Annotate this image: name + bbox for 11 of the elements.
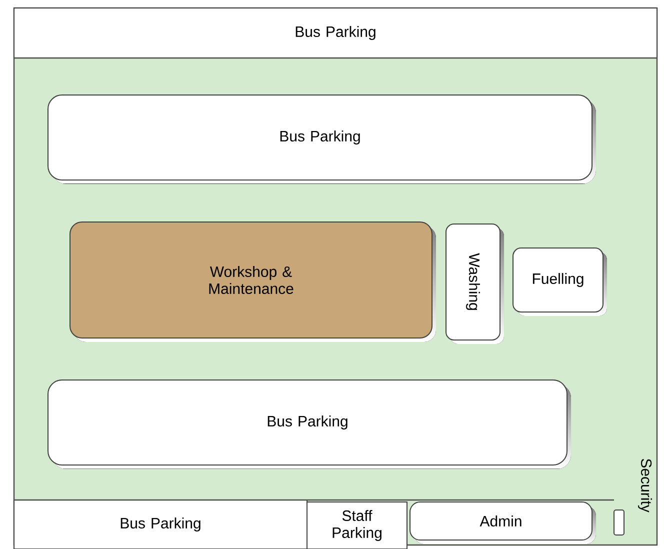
parking-area: Bus Parking — [48, 380, 571, 469]
security-booth — [614, 510, 624, 536]
node-label: Staff Parking — [332, 510, 382, 541]
washing-bay: Washing — [446, 224, 504, 344]
staff-parking-box: Staff Parking — [306, 502, 408, 549]
workshop-building: Workshop & Maintenance — [70, 222, 436, 342]
fuelling-station: Fuelling — [512, 248, 607, 316]
admin-building: Admin — [410, 502, 596, 544]
booth-label: Security — [638, 458, 652, 512]
parking-band: Bus Parking — [14, 8, 658, 58]
parking-area: Bus Parking — [48, 94, 596, 184]
